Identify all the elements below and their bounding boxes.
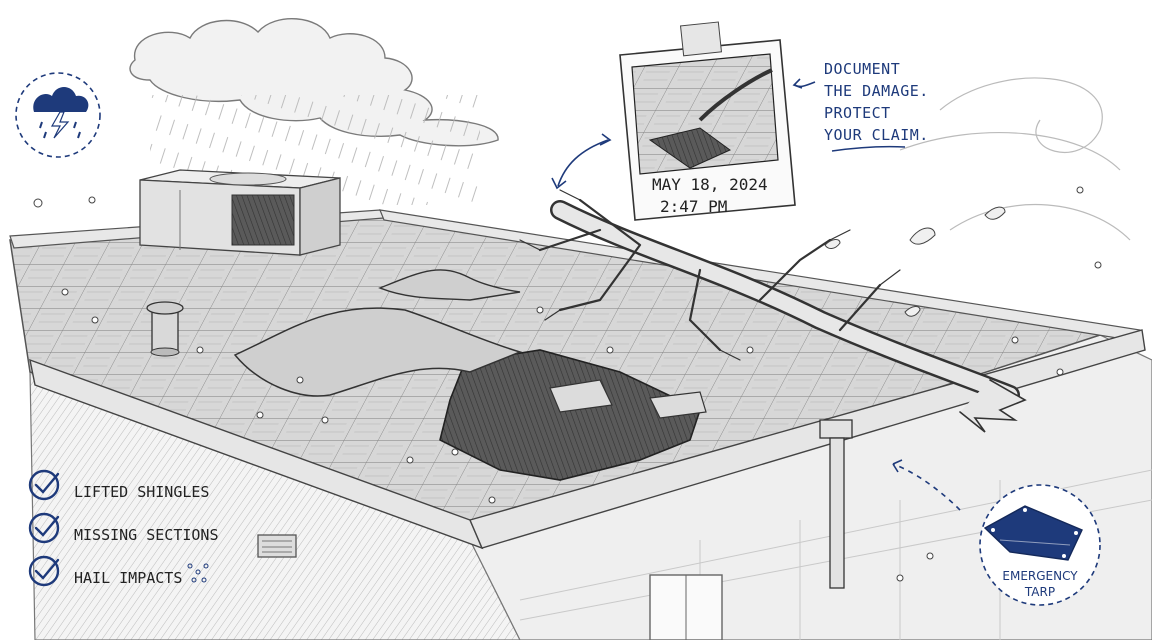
photo-timestamp: MAY 18, 2024 2:47 PM <box>652 174 802 218</box>
checklist-item-missing-sections: MISSING SECTIONS <box>30 513 250 556</box>
checkmark-circle-icon <box>28 469 60 501</box>
note-line-2: THE DAMAGE. <box>824 82 929 100</box>
checklist-label: HAIL IMPACTS <box>74 568 183 587</box>
checklist-label: LIFTED SHINGLES <box>74 482 210 501</box>
checkmark-circle-icon <box>28 512 60 544</box>
hail-pellets <box>33 186 1102 582</box>
roof-vent <box>146 301 184 357</box>
tarp-icon <box>979 484 1101 606</box>
damage-checklist: LIFTED SHINGLES MISSING SECTIONS HAIL IM… <box>30 470 250 599</box>
flying-leaves <box>824 206 1006 317</box>
downspout <box>819 419 853 589</box>
photo-date: MAY 18, 2024 <box>652 175 768 194</box>
hvac-unit <box>139 169 341 256</box>
checklist-item-lifted-shingles: LIFTED SHINGLES <box>30 470 250 513</box>
checklist-item-hail-impacts: HAIL IMPACTS <box>30 556 250 599</box>
tarp-arrow <box>892 463 961 511</box>
photo-time: 2:47 PM <box>660 197 728 216</box>
tarp-label-line-1: EMERGENCY <box>1002 569 1078 583</box>
polaroid-photo <box>619 21 796 221</box>
document-damage-note: DOCUMENT THE DAMAGE. PROTECT YOUR CLAIM. <box>824 58 994 146</box>
hail-dots <box>187 563 209 583</box>
fallen-tree <box>519 189 1027 433</box>
note-line-4: YOUR CLAIM. <box>824 126 929 144</box>
tarp-label-line-2: TARP <box>1024 585 1056 599</box>
checkmark-circle-icon <box>28 555 60 587</box>
checklist-label: MISSING SECTIONS <box>74 525 219 544</box>
emergency-tarp-label: EMERGENCY TARP <box>975 568 1105 600</box>
note-line-1: DOCUMENT <box>824 60 901 78</box>
storm-cloud-lightning-icon <box>15 72 101 158</box>
note-line-3: PROTECT <box>824 104 891 122</box>
wind-swirls <box>899 77 1131 241</box>
photo-arrow <box>551 78 816 190</box>
